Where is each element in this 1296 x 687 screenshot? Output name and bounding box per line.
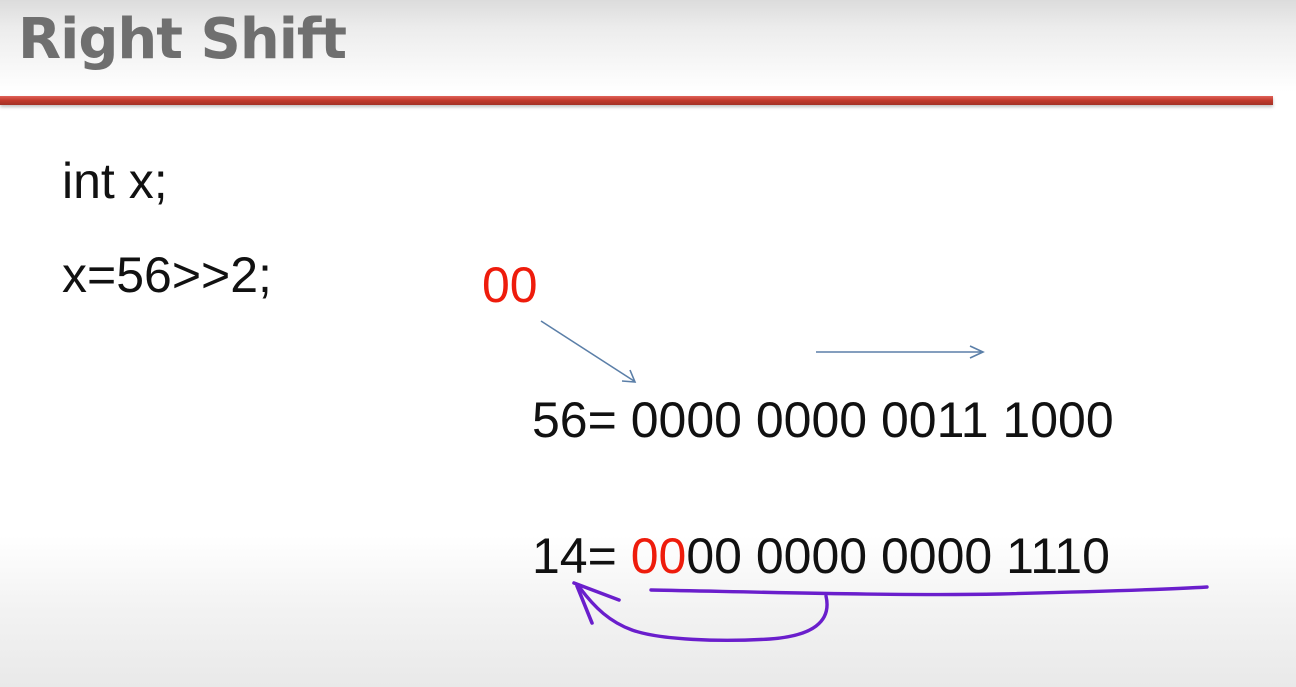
- binary-row-56: 56= 0000 0000 0011 1000: [532, 391, 1114, 449]
- title-divider: [0, 96, 1273, 105]
- code-line-declaration: int x;: [62, 153, 168, 209]
- row-label-56: 56=: [532, 392, 617, 448]
- right-arrow-icon: [816, 345, 985, 359]
- diagonal-arrow-icon: [540, 320, 637, 383]
- purple-arrowhead-icon: [572, 581, 621, 625]
- row-bits-14: 00 0000 0000 1110: [686, 528, 1110, 584]
- title-band: [0, 0, 1296, 92]
- row-bits-56: 0000 0000 0011 1000: [630, 392, 1114, 448]
- binary-row-14: 14= 0000 0000 0000 1110: [532, 527, 1110, 585]
- slide-title: Right Shift: [18, 7, 347, 72]
- code-line-shift-expression: x=56>>2;: [62, 247, 272, 303]
- purple-curved-arrow-icon: [578, 586, 829, 642]
- row-label-14: 14=: [532, 528, 617, 584]
- shifted-in-zero-bits: 00: [482, 257, 538, 313]
- row-red-bits-14: 00: [630, 528, 687, 584]
- purple-underline-icon: [649, 585, 1209, 597]
